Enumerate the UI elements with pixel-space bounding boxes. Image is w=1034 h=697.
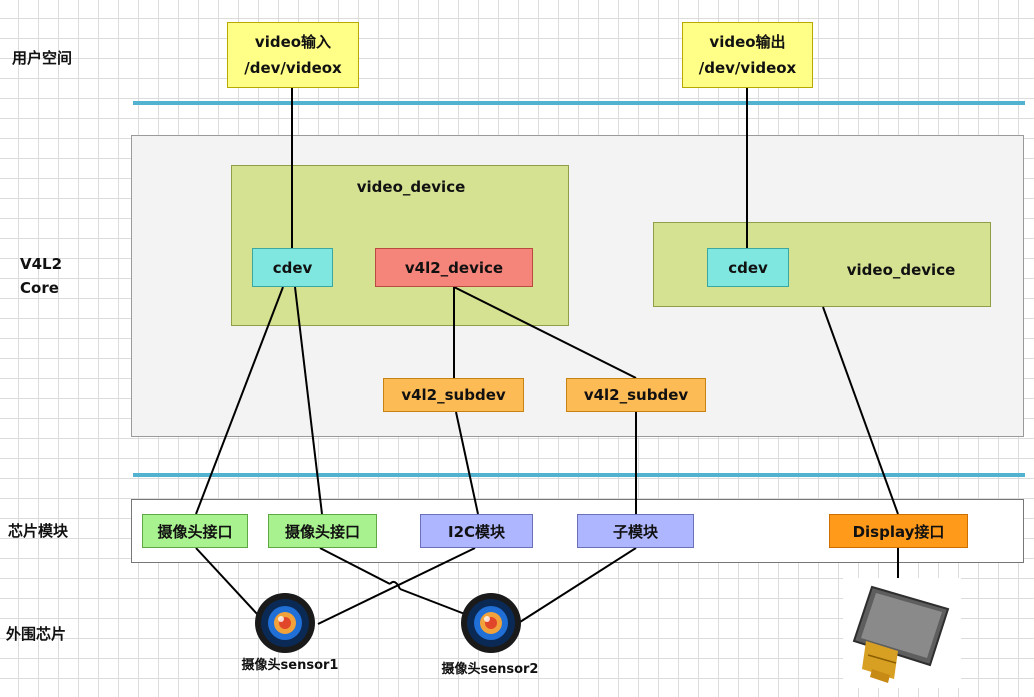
display-interface-node: Display接口 bbox=[829, 514, 968, 548]
layer-label-v4l2-core: V4L2 Core bbox=[20, 255, 63, 297]
camera-interface-1-node: 摄像头接口 bbox=[142, 514, 248, 548]
video-output-node: video输出 /dev/videox bbox=[682, 22, 813, 88]
layer-label-peripheral: 外围芯片 bbox=[6, 625, 67, 643]
cdev-right-node: cdev bbox=[707, 248, 789, 287]
v4l2-subdev-2-node: v4l2_subdev bbox=[566, 378, 706, 412]
i2c-module-node: I2C模块 bbox=[420, 514, 533, 548]
layer-label-chip-module: 芯片模块 bbox=[8, 522, 69, 540]
camera-sensor-1-icon bbox=[255, 593, 315, 653]
kernel-chip-separator bbox=[133, 473, 1025, 477]
video-output-label: video输出 /dev/videox bbox=[698, 33, 797, 77]
sub-module-node: 子模块 bbox=[577, 514, 694, 548]
cdev-left-node: cdev bbox=[252, 248, 333, 287]
layer-label-user-space: 用户空间 bbox=[12, 49, 73, 67]
sensor-2-label: 摄像头sensor2 bbox=[441, 662, 539, 677]
camera-sensor-2-icon bbox=[461, 593, 521, 653]
video-device-right-label: video_device bbox=[846, 261, 956, 279]
lcd-display-icon bbox=[852, 585, 950, 683]
video-input-label: video输入 /dev/videox bbox=[244, 33, 342, 77]
video-input-node: video输入 /dev/videox bbox=[227, 22, 359, 88]
video-device-left-label: video_device bbox=[356, 178, 466, 196]
user-kernel-separator bbox=[133, 101, 1025, 105]
camera-interface-2-node: 摄像头接口 bbox=[268, 514, 377, 548]
v4l2-device-node: v4l2_device bbox=[375, 248, 533, 287]
video-device-left-container bbox=[231, 165, 569, 326]
v4l2-subdev-1-node: v4l2_subdev bbox=[383, 378, 524, 412]
sensor-1-label: 摄像头sensor1 bbox=[241, 658, 339, 673]
